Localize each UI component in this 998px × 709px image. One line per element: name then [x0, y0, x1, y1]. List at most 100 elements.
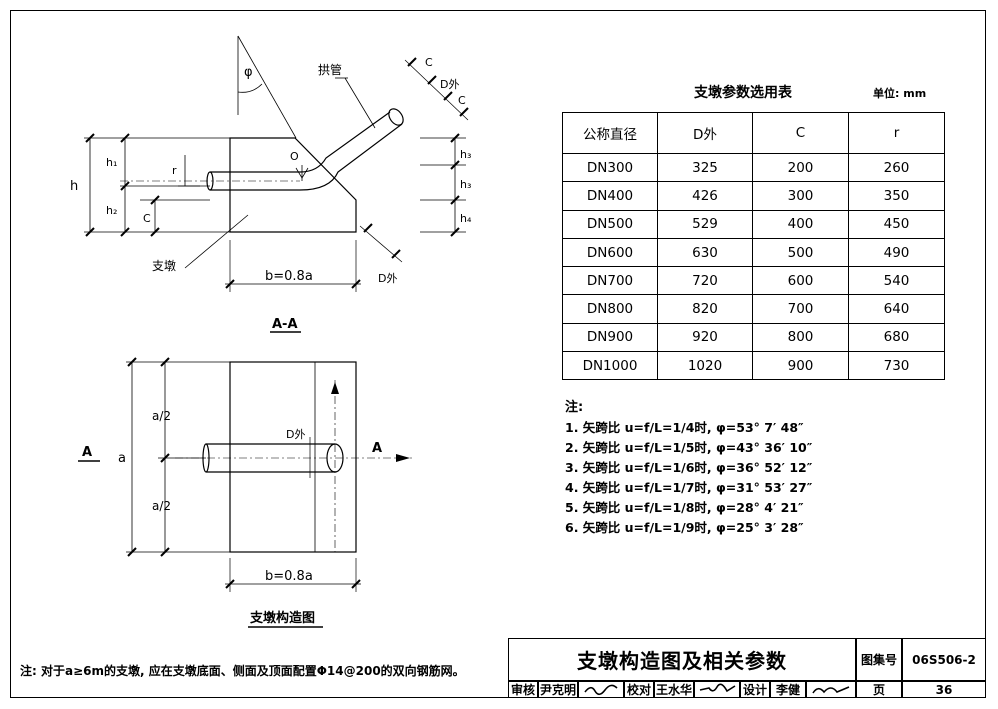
reviewer-name: 尹克明	[538, 681, 578, 698]
table-cell: 200	[752, 152, 849, 183]
reviewer-signature	[578, 681, 624, 698]
label-dout-bottom: D外	[378, 272, 397, 285]
table-cell: DN600	[562, 237, 658, 268]
label-pier: 支墩	[152, 259, 176, 273]
page-label: 页	[856, 681, 902, 698]
design-label: 设计	[740, 681, 770, 698]
atlas-label: 图集号	[856, 638, 902, 681]
label-dout-plan: D外	[286, 428, 305, 441]
label-b-plan: b=0.8a	[265, 569, 313, 584]
table-unit: 单位: mm	[873, 87, 927, 100]
arch-pipe-plan	[206, 443, 335, 473]
table-cell: 900	[752, 351, 849, 381]
table-cell: DN400	[562, 181, 658, 211]
table-cell: 630	[657, 237, 753, 268]
table-cell: 680	[848, 322, 945, 353]
table-cell: 720	[657, 266, 753, 296]
table-cell: 540	[848, 266, 945, 296]
check-label: 校对	[624, 681, 654, 698]
table-cell: 426	[657, 181, 753, 211]
notes: 注: 1. 矢跨比 u=f/L=1/4时, φ=53° 7′ 48″ 2. 矢跨比…	[565, 398, 812, 538]
note-item: 2. 矢跨比 u=f/L=1/5时, φ=43° 36′ 10″	[565, 440, 813, 455]
table-cell: DN700	[562, 266, 658, 296]
label-r: r	[172, 164, 177, 177]
table-cell: 529	[657, 209, 753, 239]
drawing-frame	[10, 10, 986, 698]
label-c-top1: C	[425, 56, 433, 69]
table-cell: 730	[848, 351, 945, 381]
atlas-number: 06S506-2	[902, 638, 986, 681]
table-cell: 700	[752, 294, 849, 324]
page-number: 36	[902, 681, 986, 698]
label-c-top2: C	[458, 94, 466, 107]
table-cell: 920	[657, 322, 753, 353]
label-section-left: A	[82, 445, 92, 460]
table-cell: 800	[752, 322, 849, 353]
table-cell: 490	[848, 237, 945, 268]
table-cell: 1020	[657, 351, 753, 381]
note-item: 4. 矢跨比 u=f/L=1/7时, φ=31° 53′ 27″	[565, 480, 813, 495]
checker-signature	[694, 681, 740, 698]
table-cell: DN500	[562, 209, 658, 239]
table-header: C	[752, 112, 849, 154]
label-h3a: h₃	[460, 148, 471, 161]
table-cell: DN300	[562, 152, 658, 183]
label-dout-top: D外	[440, 78, 459, 91]
table-cell: DN1000	[562, 351, 658, 381]
table-header: r	[848, 112, 945, 154]
label-h4: h₄	[460, 212, 472, 225]
table-cell: 640	[848, 294, 945, 324]
note-item: 6. 矢跨比 u=f/L=1/9时, φ=25° 3′ 28″	[565, 520, 804, 535]
label-h2: h₂	[106, 204, 117, 217]
reinforcement-note: 注: 对于a≥6m的支墩, 应在支墩底面、侧面及顶面配置Φ14@200的双向钢筋…	[20, 664, 465, 678]
label-h1: h₁	[106, 156, 117, 169]
label-c-left: C	[143, 212, 151, 225]
label-a: a	[118, 451, 126, 466]
table-cell: 400	[752, 209, 849, 239]
designer-name: 李健	[770, 681, 806, 698]
arch-pipe-section	[210, 111, 391, 173]
notes-list: 1. 矢跨比 u=f/L=1/4时, φ=53° 7′ 48″ 2. 矢跨比 u=…	[565, 418, 812, 538]
note-item: 1. 矢跨比 u=f/L=1/4时, φ=53° 7′ 48″	[565, 420, 804, 435]
checker-name: 王水华	[654, 681, 694, 698]
table-cell: 450	[848, 209, 945, 239]
table-header: D外	[657, 112, 753, 154]
table-header-row: 公称直径 D外 C r	[562, 112, 945, 154]
table-cell: 820	[657, 294, 753, 324]
note-item: 5. 矢跨比 u=f/L=1/8时, φ=28° 4′ 21″	[565, 500, 804, 515]
label-section: A-A	[272, 317, 298, 332]
label-section-right: A	[372, 441, 382, 456]
table-cell: 350	[848, 181, 945, 211]
pier-plan-outline	[229, 361, 357, 553]
label-a-half-bottom: a/2	[152, 499, 171, 513]
pier-outline	[229, 137, 357, 233]
table-cell: 600	[752, 266, 849, 296]
label-b: b=0.8a	[265, 269, 313, 284]
note-item: 3. 矢跨比 u=f/L=1/6时, φ=36° 52′ 12″	[565, 460, 813, 475]
label-angle: φ	[244, 65, 253, 80]
table-header: 公称直径	[562, 112, 658, 154]
label-plan: 支墩构造图	[249, 610, 315, 626]
label-h: h	[70, 179, 78, 194]
designer-signature	[806, 681, 856, 698]
notes-title: 注:	[565, 400, 584, 415]
table-title: 支墩参数选用表	[694, 85, 792, 101]
table-cell: DN800	[562, 294, 658, 324]
label-arch-pipe: 拱管	[318, 62, 342, 77]
label-h3b: h₃	[460, 178, 471, 191]
label-center: O	[290, 150, 299, 163]
drawing-title: 支墩构造图及相关参数	[508, 638, 856, 681]
review-label: 审核	[508, 681, 538, 698]
table-cell: 325	[657, 152, 753, 183]
